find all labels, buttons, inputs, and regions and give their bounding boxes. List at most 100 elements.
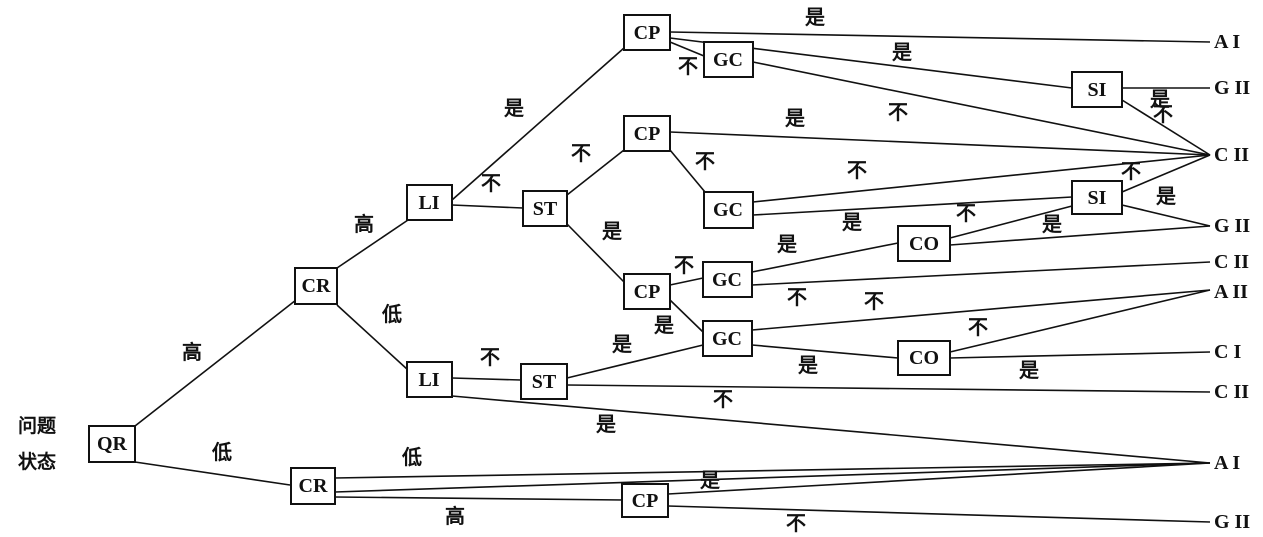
edge-label-si1-cii: 不 [1153, 102, 1173, 126]
edge-gc4-co2 [751, 344, 899, 359]
leaf-outcome-3: C II [1214, 144, 1249, 166]
node-st-top-label: ST [533, 198, 558, 220]
node-st-top: ST [522, 190, 568, 227]
node-cp-1: CP [623, 14, 671, 51]
leaf-outcome-9: A I [1214, 452, 1240, 474]
leaf-outcome-2: G II [1214, 77, 1250, 99]
node-co-1: CO [897, 225, 951, 262]
edge-st-cp2 [566, 149, 625, 196]
edge-cp2-gc2 [669, 149, 711, 199]
node-cp-1-label: CP [634, 22, 661, 44]
edge-li-cp1 [451, 47, 625, 201]
edge-label-st-cii: 不 [713, 387, 733, 411]
node-gc-2-label: GC [713, 199, 743, 221]
node-cr-top: CR [294, 267, 338, 305]
node-co-2-label: CO [909, 347, 939, 369]
node-cp-4: CP [621, 483, 669, 518]
edge-label-li-cp1: 是 [503, 96, 524, 120]
node-qr: QR [88, 425, 136, 463]
node-cr-bottom-label: CR [299, 475, 328, 497]
edge-label-cr-ai: 低 [401, 445, 422, 469]
edge-gc3-cii [751, 261, 1211, 286]
edge-co1-gii [949, 225, 1211, 246]
edge-gc2-cii [752, 154, 1211, 203]
edge-label-si2-cii: 不 [1121, 159, 1141, 183]
edge-label-cr-li-top: 高 [354, 212, 374, 236]
edge-label-gc4-co2: 是 [797, 353, 818, 377]
edge-cp4-ai [667, 462, 1211, 495]
edge-label-cr-li-bottom: 低 [381, 302, 402, 326]
root-label-line-1: 问题 [18, 415, 56, 437]
edge-cp3-gc4 [669, 299, 704, 333]
edge-label-cp1-ai: 是 [804, 5, 825, 29]
edge-label-gc3-cii: 不 [787, 285, 807, 309]
edge-label-si2-gii: 是 [1155, 184, 1176, 208]
node-gc-1-label: GC [713, 49, 743, 71]
edge-li-st-bottom [451, 377, 522, 381]
edge-label-cp2-cii: 是 [784, 106, 805, 130]
edge-cp3-gc3 [669, 277, 704, 286]
leaf-outcome-6: A II [1214, 281, 1248, 303]
edge-si2-gii [1121, 204, 1211, 227]
edge-label-st-cp3: 是 [601, 219, 622, 243]
edge-si2-cii [1121, 154, 1211, 193]
edge-label-st-cp2: 不 [571, 141, 591, 165]
edge-cp1-gc1 [669, 41, 705, 57]
node-si-2-label: SI [1088, 187, 1107, 209]
leaf-outcome-5: C II [1214, 251, 1249, 273]
edge-label-cp4-ai: 是 [699, 468, 720, 492]
edge-label-li-st-top: 不 [481, 171, 501, 195]
node-cp-2: CP [623, 115, 671, 152]
edge-label-cp1-gc1: 不 [678, 54, 698, 78]
edge-label-gc1-cii: 不 [888, 100, 908, 124]
edge-label-cp3-gc4: 是 [653, 313, 674, 337]
edge-st-gc4 [566, 344, 704, 379]
edge-qr-cr-top [134, 299, 297, 427]
root-label-line-2: 状态 [18, 450, 56, 473]
edge-li-st-top [451, 204, 524, 209]
edge-si1-cii [1121, 99, 1211, 156]
node-cp-4-label: CP [632, 490, 659, 512]
node-cp-3: CP [623, 273, 671, 310]
edge-cr-cp4 [334, 496, 625, 501]
edge-labels: 高 低 高 低 是 不 不 是 是 不 是 不 是 不 是 不 不 是 不 是 … [182, 5, 1176, 535]
node-gc-4: GC [702, 320, 753, 357]
node-gc-3-label: GC [712, 269, 742, 291]
nodes: QR CR CR LI LI ST ST CP [88, 14, 1123, 518]
edge-label-cp4-gii: 不 [786, 511, 806, 535]
leaf-outcome-7: C I [1214, 341, 1241, 363]
edge-cp4-gii [667, 505, 1211, 523]
node-si-1-label: SI [1088, 79, 1107, 101]
node-cp-3-label: CP [634, 281, 661, 303]
edge-co2-aii [949, 289, 1211, 353]
edge-co2-ci [949, 351, 1211, 359]
edge-label-gc4-aii: 不 [864, 289, 884, 313]
node-co-1-label: CO [909, 233, 939, 255]
leaf-outcome-8: C II [1214, 381, 1249, 403]
node-gc-4-label: GC [712, 328, 742, 350]
node-li-top-label: LI [418, 192, 439, 214]
edge-st-cp3 [566, 223, 625, 283]
edge-label-gc2-co1: 是 [841, 210, 862, 234]
edge-label-qr-cr-top: 高 [182, 340, 202, 364]
edge-cr-li-top [336, 219, 409, 269]
leaf-outcomes: A I G II C II G II C II A II C I C II A … [1214, 31, 1250, 533]
edge-cr-li-bottom [336, 304, 409, 371]
edge-label-co2-aii: 不 [968, 315, 988, 339]
edge-label-qr-cr-bottom: 低 [211, 440, 232, 464]
node-gc-2: GC [703, 191, 754, 229]
edge-label-st-gc4: 是 [611, 332, 632, 356]
edge-label-gc1-si1: 是 [891, 40, 912, 64]
edge-label-co2-ci: 是 [1018, 358, 1039, 382]
edge-qr-cr-bottom [134, 461, 291, 486]
edge-cr-ai-1 [334, 462, 1211, 479]
leaf-outcome-10: G II [1214, 511, 1250, 533]
edge-st-cii [566, 384, 1211, 393]
node-li-bottom-label: LI [418, 369, 439, 391]
leaf-outcome-1: A I [1214, 31, 1240, 53]
node-cp-2-label: CP [634, 123, 661, 145]
edge-label-gc3-co1: 是 [776, 232, 797, 256]
edge-gc2-si2 [752, 196, 1073, 216]
node-li-bottom: LI [406, 361, 453, 398]
